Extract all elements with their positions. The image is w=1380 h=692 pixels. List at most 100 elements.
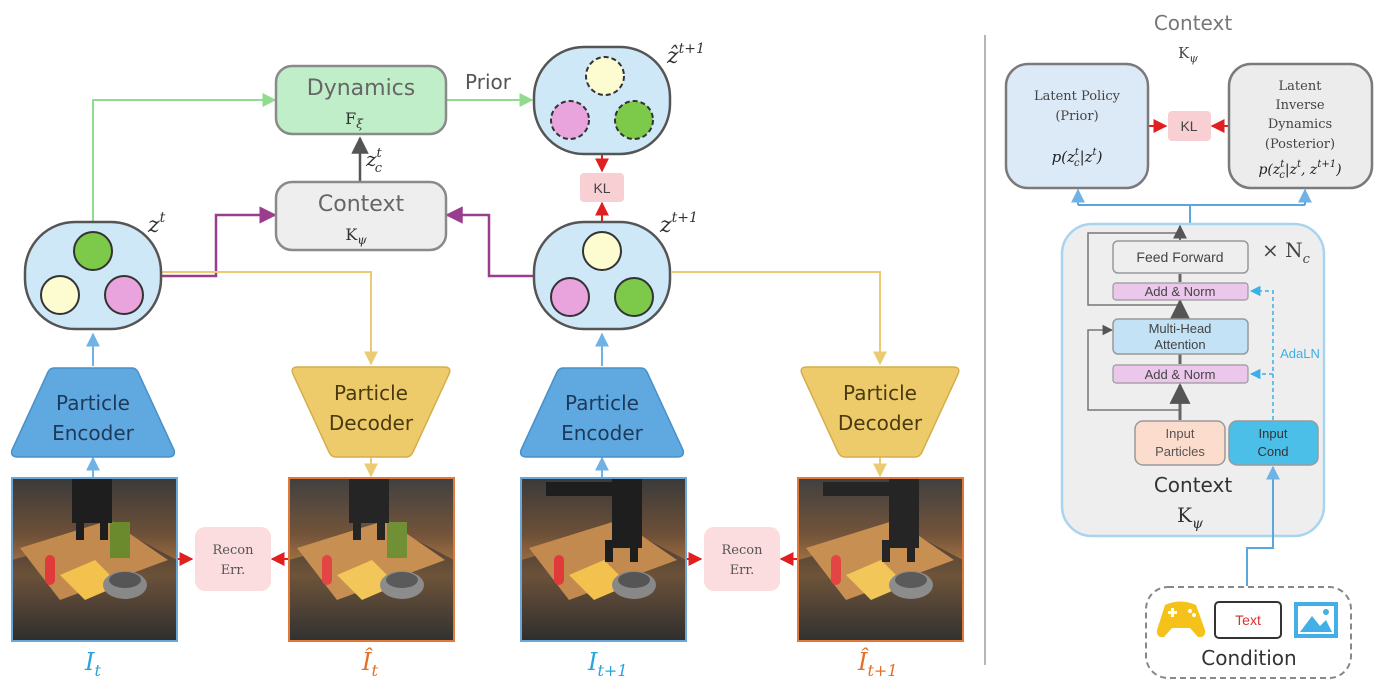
svg-text:Feed Forward: Feed Forward bbox=[1136, 249, 1223, 265]
arrow-transformer-split bbox=[1078, 204, 1305, 224]
svg-text:p(ztc|zt): p(ztc|zt) bbox=[1052, 147, 1103, 169]
svg-text:Decoder: Decoder bbox=[838, 411, 923, 435]
label-it-hat: Ît bbox=[361, 647, 378, 680]
zt-particle-yellow bbox=[40, 275, 80, 315]
svg-text:Particle: Particle bbox=[334, 381, 408, 405]
svg-text:Err.: Err. bbox=[730, 563, 755, 578]
prior-particle-yellow bbox=[585, 56, 625, 96]
adaln-label: AdaLN bbox=[1280, 346, 1320, 361]
times-n-label: × Nc bbox=[1262, 238, 1311, 267]
input-cond-block: Input Cond bbox=[1228, 420, 1319, 466]
context-title: Context bbox=[318, 192, 405, 217]
prior-latent bbox=[532, 45, 672, 156]
latent-inverse-dynamics-block: Latent Inverse Dynamics (Posterior) p(zt… bbox=[1227, 62, 1374, 190]
particle-encoder-1: Particle Encoder bbox=[10, 367, 176, 458]
input-particles-block: Input Particles bbox=[1134, 420, 1226, 466]
svg-text:Decoder: Decoder bbox=[329, 411, 414, 435]
svg-text:p(ztc|zt, zt+1): p(ztc|zt, zt+1) bbox=[1258, 159, 1341, 181]
context-symbol: K bbox=[345, 225, 358, 244]
context-subscript: ψ bbox=[357, 233, 367, 247]
svg-text:Particle: Particle bbox=[565, 391, 639, 415]
particle-encoder-2: Particle Encoder bbox=[519, 367, 685, 458]
latent-zt bbox=[23, 220, 163, 331]
svg-text:Kψ: Kψ bbox=[345, 225, 367, 247]
svg-text:KL: KL bbox=[1180, 118, 1197, 134]
svg-text:Latent Policy: Latent Policy bbox=[1034, 89, 1121, 104]
context-block: Context Kψ bbox=[274, 180, 448, 252]
condition-block: Text Condition bbox=[1145, 586, 1352, 679]
arrow-zt1-to-context bbox=[445, 206, 533, 278]
svg-text:Attention: Attention bbox=[1154, 337, 1205, 352]
svg-text:Add & Norm: Add & Norm bbox=[1145, 367, 1216, 382]
zt-particle-pink bbox=[104, 275, 144, 315]
svg-text:Input: Input bbox=[1166, 426, 1195, 441]
prior-particle-green bbox=[614, 100, 654, 140]
zt-particle-green bbox=[73, 231, 113, 271]
svg-text:KL: KL bbox=[593, 180, 610, 196]
right-title-symbol: Kψ bbox=[1178, 44, 1198, 65]
svg-text:(Posterior): (Posterior) bbox=[1265, 137, 1335, 152]
transformer-context-symbol: Kψ bbox=[1177, 503, 1204, 532]
arrow-zt-to-context bbox=[160, 206, 277, 278]
arrow-condition-to-input bbox=[1246, 465, 1280, 586]
particle-decoder-1: Particle Decoder bbox=[291, 366, 451, 458]
svg-text:Recon: Recon bbox=[213, 543, 255, 558]
svg-text:Recon: Recon bbox=[722, 543, 764, 558]
svg-text:Input: Input bbox=[1259, 426, 1288, 441]
recon-err-1: Recon Err. bbox=[195, 527, 271, 591]
dynamics-subscript: ξ bbox=[356, 117, 364, 131]
add-norm-top: Add & Norm bbox=[1112, 282, 1249, 301]
frame-it1 bbox=[520, 477, 687, 642]
svg-text:Particles: Particles bbox=[1155, 444, 1205, 459]
svg-text:Multi-Head: Multi-Head bbox=[1149, 321, 1212, 336]
zt1-particle-pink bbox=[550, 277, 590, 317]
label-it1-hat: Ît+1 bbox=[857, 647, 898, 680]
zt1-particle-yellow bbox=[582, 231, 622, 271]
zt-label: zt bbox=[147, 210, 166, 238]
svg-text:Text: Text bbox=[1235, 612, 1261, 628]
label-it: It bbox=[84, 648, 101, 680]
svg-text:Particle: Particle bbox=[56, 391, 130, 415]
right-title: Context bbox=[1154, 11, 1233, 35]
zt1-particle-green bbox=[614, 277, 654, 317]
svg-text:Inverse: Inverse bbox=[1275, 98, 1324, 113]
condition-label: Condition bbox=[1201, 646, 1296, 670]
latent-zt1 bbox=[532, 220, 672, 331]
label-it1: It+1 bbox=[587, 648, 628, 680]
dynamics-title: Dynamics bbox=[307, 76, 416, 101]
arrow-zt1-to-decoder-2 bbox=[672, 271, 887, 366]
svg-text:Particle: Particle bbox=[843, 381, 917, 405]
gamepad-icon bbox=[1156, 601, 1206, 638]
frame-it-hat bbox=[288, 477, 455, 642]
dynamics-block: Dynamics Fξ bbox=[274, 64, 448, 136]
svg-text:Encoder: Encoder bbox=[52, 421, 135, 445]
svg-text:Cond: Cond bbox=[1257, 444, 1288, 459]
svg-text:Encoder: Encoder bbox=[561, 421, 644, 445]
arrow-adaln-top bbox=[1249, 285, 1274, 420]
prior-label: Prior bbox=[465, 70, 512, 94]
kl-box-left: KL bbox=[580, 173, 624, 202]
arrow-residual-outer bbox=[1087, 324, 1180, 411]
frame-it1-hat bbox=[797, 477, 964, 642]
z-hat-label: ẑt+1 bbox=[666, 41, 705, 69]
svg-text:(Prior): (Prior) bbox=[1055, 109, 1098, 124]
svg-text:Fξ: Fξ bbox=[345, 109, 364, 131]
transformer-context-label: Context bbox=[1154, 473, 1233, 497]
multi-head-attention-block: Multi-Head Attention bbox=[1112, 318, 1249, 355]
arrow-zt-to-dynamics bbox=[92, 93, 277, 222]
frame-it bbox=[11, 477, 178, 642]
add-norm-bottom: Add & Norm bbox=[1112, 364, 1249, 384]
svg-text:Err.: Err. bbox=[221, 563, 246, 578]
dynamics-symbol: F bbox=[345, 109, 356, 128]
feed-forward-block: Feed Forward bbox=[1112, 240, 1249, 274]
svg-text:Dynamics: Dynamics bbox=[1268, 117, 1332, 132]
text-condition-icon: Text bbox=[1214, 601, 1282, 639]
zt1-label: zt+1 bbox=[659, 210, 698, 238]
svg-text:Add & Norm: Add & Norm bbox=[1145, 284, 1216, 299]
recon-err-2: Recon Err. bbox=[704, 527, 780, 591]
svg-text:Latent: Latent bbox=[1279, 79, 1323, 94]
kl-box-right: KL bbox=[1168, 111, 1211, 141]
